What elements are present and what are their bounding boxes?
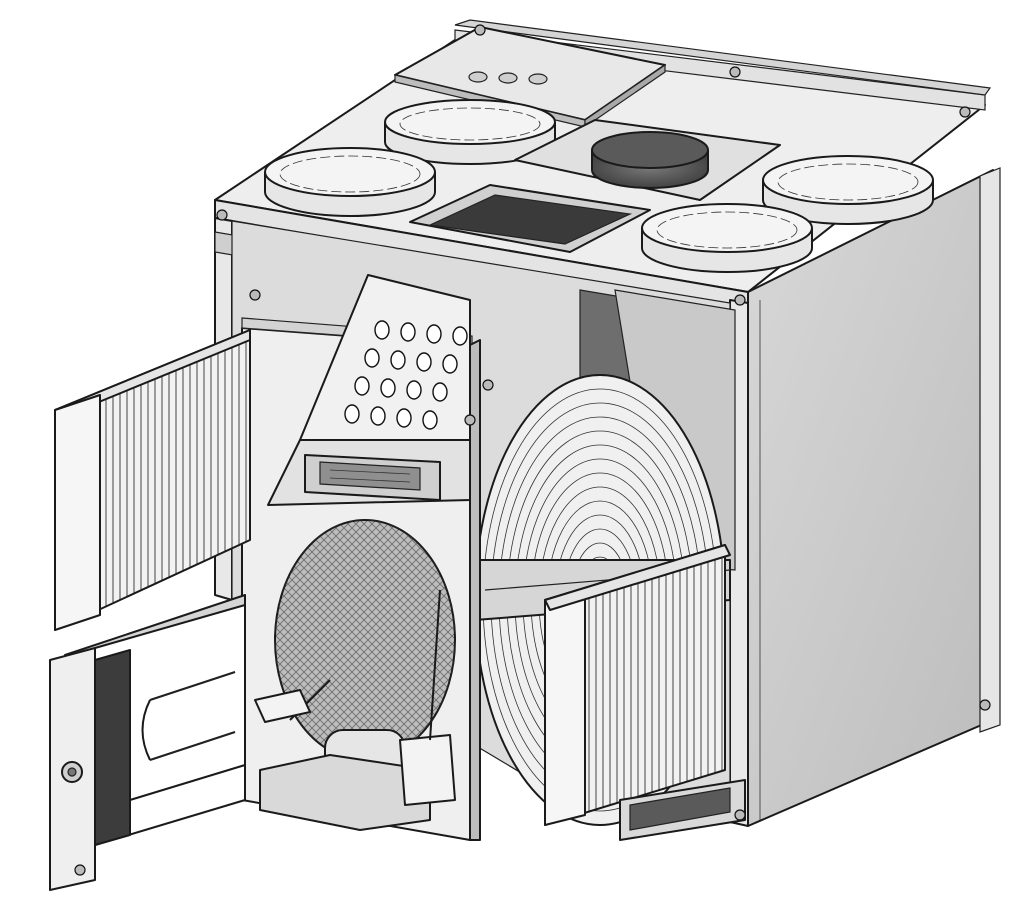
baffle-hole xyxy=(344,404,360,424)
duct-spigot-center-capped xyxy=(514,119,781,201)
screw xyxy=(464,414,476,426)
screw xyxy=(734,294,746,306)
screw xyxy=(474,24,486,36)
duct-spigot-left xyxy=(264,147,436,217)
screw xyxy=(734,809,746,821)
baffle-hole xyxy=(452,326,468,346)
fan-motor xyxy=(254,589,456,831)
fasteners xyxy=(74,24,991,876)
baffle-hole xyxy=(380,378,396,398)
cabinet-side-panel xyxy=(747,167,1001,827)
baffle-hole xyxy=(370,406,386,426)
baffle-hole xyxy=(442,354,458,374)
screw xyxy=(249,289,261,301)
baffle-hole xyxy=(406,380,422,400)
baffle-hole xyxy=(416,352,432,372)
screw xyxy=(959,106,971,118)
baffle-hole xyxy=(374,320,390,340)
screw xyxy=(74,864,86,876)
screw xyxy=(979,699,991,711)
bottom-tray xyxy=(619,779,746,841)
screw xyxy=(482,379,494,391)
baffle-hole xyxy=(432,382,448,402)
duct-spigot-right xyxy=(762,155,934,225)
baffle-hole xyxy=(364,348,380,368)
screw xyxy=(729,66,741,78)
filter-cassette-right xyxy=(544,544,731,826)
filter-cassette-left xyxy=(54,329,251,631)
baffle-hole xyxy=(422,410,438,430)
screw xyxy=(216,209,228,221)
top-opening xyxy=(409,184,651,253)
baffle-hole xyxy=(396,408,412,428)
baffle-hole xyxy=(390,350,406,370)
fan-drum xyxy=(274,519,456,761)
baffle-hole xyxy=(426,324,442,344)
electric-heater-panel xyxy=(49,604,246,891)
baffle-hole xyxy=(400,322,416,342)
control-box xyxy=(304,454,441,501)
baffle-hole xyxy=(354,376,370,396)
duct-spigot-front xyxy=(641,203,813,273)
